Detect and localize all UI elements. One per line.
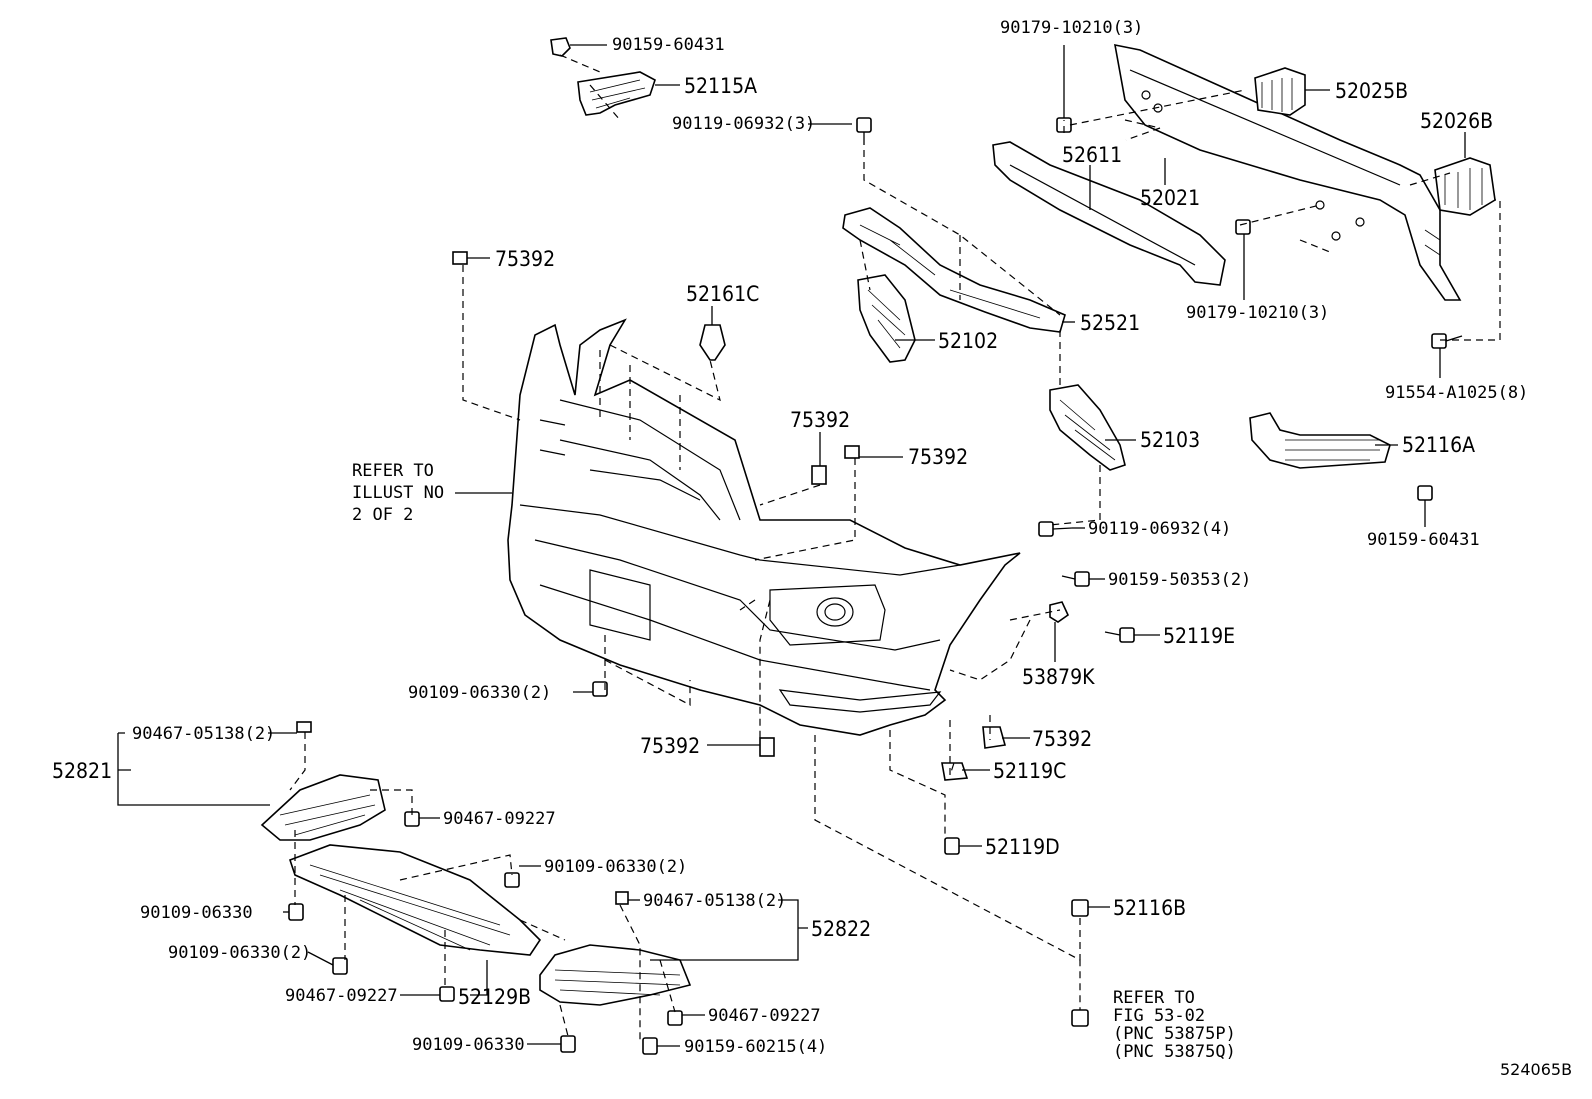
label-52119C: 52119C [993,759,1066,783]
label-52116B: 52116B [1113,896,1186,920]
part-52611-absorber [992,141,1226,286]
part-52025B-retainer [1254,67,1306,116]
label-52821: 52821 [52,759,112,783]
label-52822: 52822 [811,917,871,941]
label-52103: 52103 [1140,428,1200,452]
label-refer-fig-2: FIG 53-02 [1113,1006,1205,1026]
part-52102-bracket [857,274,916,363]
label-90159-60215: 90159-60215(4) [684,1037,827,1057]
label-refer-illust-3: 2 OF 2 [352,505,413,525]
part-52822-cover [539,944,692,1006]
leader-lines [117,44,1466,1047]
label-52119E: 52119E [1163,624,1235,648]
label-75392-e: 75392 [1032,727,1092,751]
label-refer-illust-1: REFER TO [352,461,434,481]
label-90109-06330-a: 90109-06330 [140,903,253,923]
label-90179-10210-top: 90179-10210(3) [1000,18,1143,38]
figure-code: 524065B [1500,1060,1572,1079]
label-52026B: 52026B [1420,109,1493,133]
label-90119-06932-4: 90119-06932(4) [1088,519,1231,539]
label-52116A: 52116A [1402,433,1475,457]
part-clip-53879K [1049,601,1070,623]
label-75392-b: 75392 [790,408,850,432]
part-52129B-cover [288,844,542,956]
label-90467-05138-a: 90467-05138(2) [132,724,275,744]
part-52116A-bracket [1249,412,1391,469]
part-bolt-91554 [1431,333,1463,349]
label-91554-A1025: 91554-A1025(8) [1385,383,1528,403]
part-52021-reinforcement [1114,43,1462,301]
label-53879K: 53879K [1022,665,1095,689]
part-bolt-90119-top [856,117,872,145]
label-75392-c: 75392 [908,445,968,469]
label-refer-fig-4: (PNC 53875Q) [1113,1042,1236,1062]
label-52102: 52102 [938,329,998,353]
label-75392-a: 75392 [495,247,555,271]
label-90467-09227-c: 90467-09227 [708,1006,821,1026]
label-90119-06932-3: 90119-06932(3) [672,114,815,134]
label-90159-60431-right: 90159-60431 [1367,530,1480,550]
label-refer-fig-1: REFER TO [1113,988,1195,1008]
callout-labels: 90159-60431 52115A 90179-10210(3) 52025B… [52,18,1572,1079]
label-90109-06330-2-b: 90109-06330(2) [544,857,687,877]
label-90467-09227-a: 90467-09227 [443,809,556,829]
label-75392-d: 75392 [640,734,700,758]
part-bolt-90119-06932-4 [1038,521,1073,537]
label-52161C: 52161C [686,282,759,306]
part-52103-bracket [1049,384,1126,471]
part-90159-60431-clip-top [550,37,571,57]
part-52026B-retainer [1434,157,1496,216]
label-90109-06330-b: 90109-06330 [412,1035,525,1055]
label-52025B: 52025B [1335,79,1408,103]
label-52521: 52521 [1080,311,1140,335]
label-90467-09227-b: 90467-09227 [285,986,398,1006]
part-nut-90179-bot [1235,219,1251,235]
label-52115A: 52115A [684,74,757,98]
label-90467-05138-b: 90467-05138(2) [643,891,786,911]
part-bumper-cover [507,318,1021,736]
part-clip-52119E [1104,627,1135,643]
label-52021: 52021 [1140,186,1200,210]
assembly-lines [289,54,1501,1040]
label-90179-10210-bot: 90179-10210(3) [1186,303,1329,323]
part-clip-90159-60431-right [1417,485,1433,501]
label-90109-06330-2-a: 90109-06330(2) [408,683,551,703]
part-52115A-bracket [577,71,656,116]
label-90109-06330-2-c: 90109-06330(2) [168,943,311,963]
label-refer-illust-2: ILLUST NO [352,483,444,503]
label-52129B: 52129B [458,985,531,1009]
part-clip-90159-50353 [1061,571,1090,587]
part-fasteners [288,251,1089,1055]
part-52821-cover [260,774,386,841]
label-refer-fig-3: (PNC 53875P) [1113,1024,1236,1044]
label-90159-50353: 90159-50353(2) [1108,570,1251,590]
label-90159-60431-top: 90159-60431 [612,35,725,55]
label-52611: 52611 [1062,143,1122,167]
label-52119D: 52119D [985,835,1060,859]
